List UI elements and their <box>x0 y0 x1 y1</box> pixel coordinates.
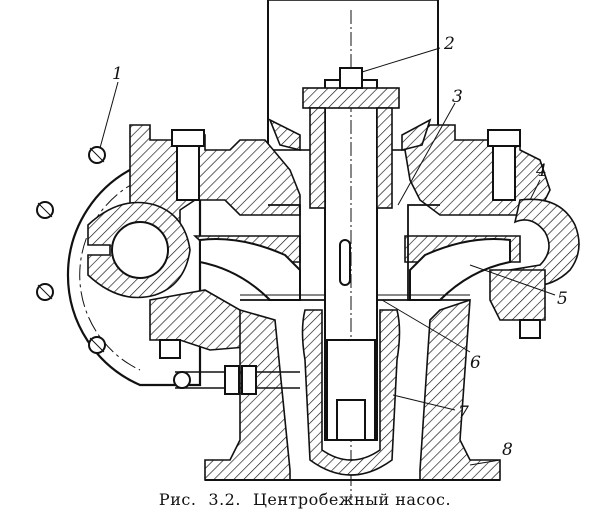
callout-labels: 1 2 3 4 5 6 7 8 <box>112 34 568 460</box>
callout-8: 8 <box>502 440 513 460</box>
callout-6: 6 <box>470 353 481 373</box>
callout-leaders <box>99 47 556 466</box>
callout-1: 1 <box>112 64 123 84</box>
callout-5: 5 <box>557 289 568 309</box>
lower-bearing-housing <box>301 309 401 476</box>
callout-3: 3 <box>452 87 463 107</box>
caption-number: 3.2. <box>208 490 241 509</box>
drain-pipe <box>173 365 300 395</box>
callout-4: 4 <box>535 161 547 181</box>
caption-prefix: Рис. <box>158 490 197 509</box>
figure-caption: Рис. 3.2. Центробежный насос. <box>0 490 610 509</box>
callout-7: 7 <box>458 403 469 423</box>
packing-gland <box>268 67 432 209</box>
caption-title: Центробежный насос. <box>252 490 452 509</box>
callout-2: 2 <box>443 34 455 54</box>
flange-bolts <box>159 129 541 359</box>
